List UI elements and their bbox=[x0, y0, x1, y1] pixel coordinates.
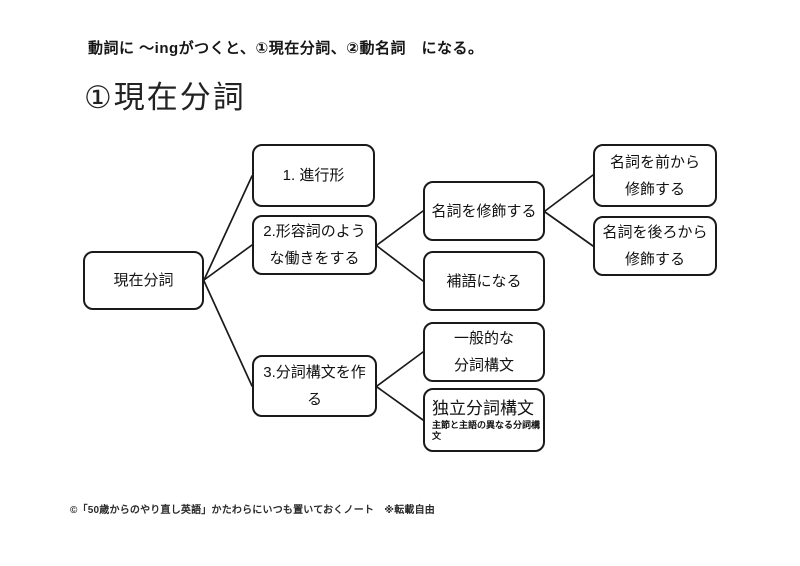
node-label: 一般的な 分詞構文 bbox=[453, 330, 514, 374]
node-modify-from-behind: 名詞を後ろから 修飾する bbox=[593, 216, 717, 276]
footer-credit: ©「50歳からのやり直し英語」かたわらにいつも置いておくノート ※転載自由 bbox=[70, 505, 436, 516]
node-label: 1. 進行形 bbox=[282, 167, 345, 184]
node-label: 現在分詞 bbox=[113, 272, 174, 289]
node-progressive-form: 1. 進行形 bbox=[252, 144, 375, 207]
node-label: 名詞を修飾する bbox=[431, 202, 537, 220]
intro-sentence: 動詞に ～ingがつくと、①現在分詞、②動名詞 になる。 bbox=[88, 40, 484, 57]
node-modify-noun: 名詞を修飾する bbox=[423, 181, 545, 241]
node-label: 独立分詞構文 bbox=[432, 399, 534, 418]
node-label: 3.分詞構文を作 る bbox=[263, 364, 366, 408]
node-note: 主節と主語の異なる分詞構文 bbox=[432, 420, 541, 441]
node-label: 補語になる bbox=[446, 272, 522, 290]
node-complement: 補語になる bbox=[423, 251, 545, 311]
node-label: 名詞を前から 修飾する bbox=[609, 153, 700, 198]
node-modify-from-front: 名詞を前から 修飾する bbox=[593, 144, 717, 207]
node-general-construction: 一般的な 分詞構文 bbox=[423, 322, 545, 382]
page-title: ①現在分詞 bbox=[84, 80, 246, 115]
node-present-participle: 現在分詞 bbox=[83, 251, 204, 310]
node-independent-construction: 独立分詞構文 主節と主語の異なる分詞構文 bbox=[423, 388, 545, 452]
node-participial-construction: 3.分詞構文を作 る bbox=[252, 355, 377, 417]
node-adjective-function: 2.形容詞のよう な働きをする bbox=[252, 215, 377, 275]
node-label: 2.形容詞のよう な働きをする bbox=[263, 223, 366, 267]
node-label: 名詞を後ろから 修飾する bbox=[602, 224, 708, 268]
